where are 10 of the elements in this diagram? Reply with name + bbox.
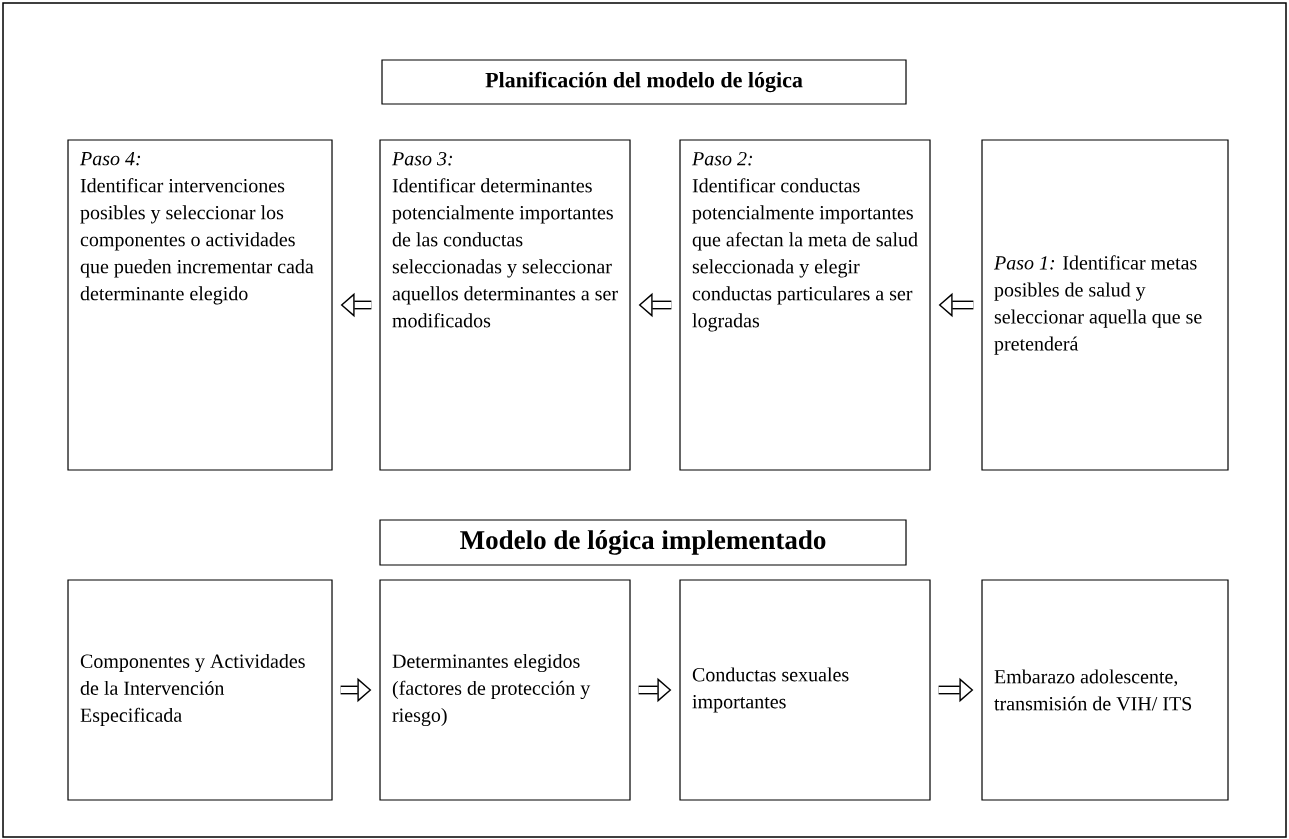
step-box: Determinantes elegidos (factores de protección y riesgo): [379, 579, 631, 801]
step-box: Embarazo adolescente, transmisión de VIH/ ITS: [981, 579, 1229, 801]
heading-box: Modelo de lógica implementado: [379, 519, 907, 566]
step-box: Conductas sexuales importantes: [679, 579, 931, 801]
step-box: Paso 1: Identificar metas posibles de salud y seleccionar aquella que se pretenderá: [981, 139, 1229, 471]
heading-box: Planificación del modelo de lógica: [381, 59, 907, 105]
step-box: Componentes y Actividades de la Intervención Especificada: [67, 579, 333, 801]
step-box: Paso 2: Identificar conductas potencialmente importantes que afectan la meta de salud seleccionada y elegir conductas particulares a ser logradas: [679, 139, 931, 471]
step-box: Paso 3: Identificar determinantes potencialmente importantes de las conductas seleccionadas y seleccionar aquellos determinantes a ser modificados: [379, 139, 631, 471]
step-box: Paso 4: Identificar intervenciones posibles y seleccionar los componentes o actividades que pueden incrementar cada determinante elegido: [67, 139, 333, 471]
